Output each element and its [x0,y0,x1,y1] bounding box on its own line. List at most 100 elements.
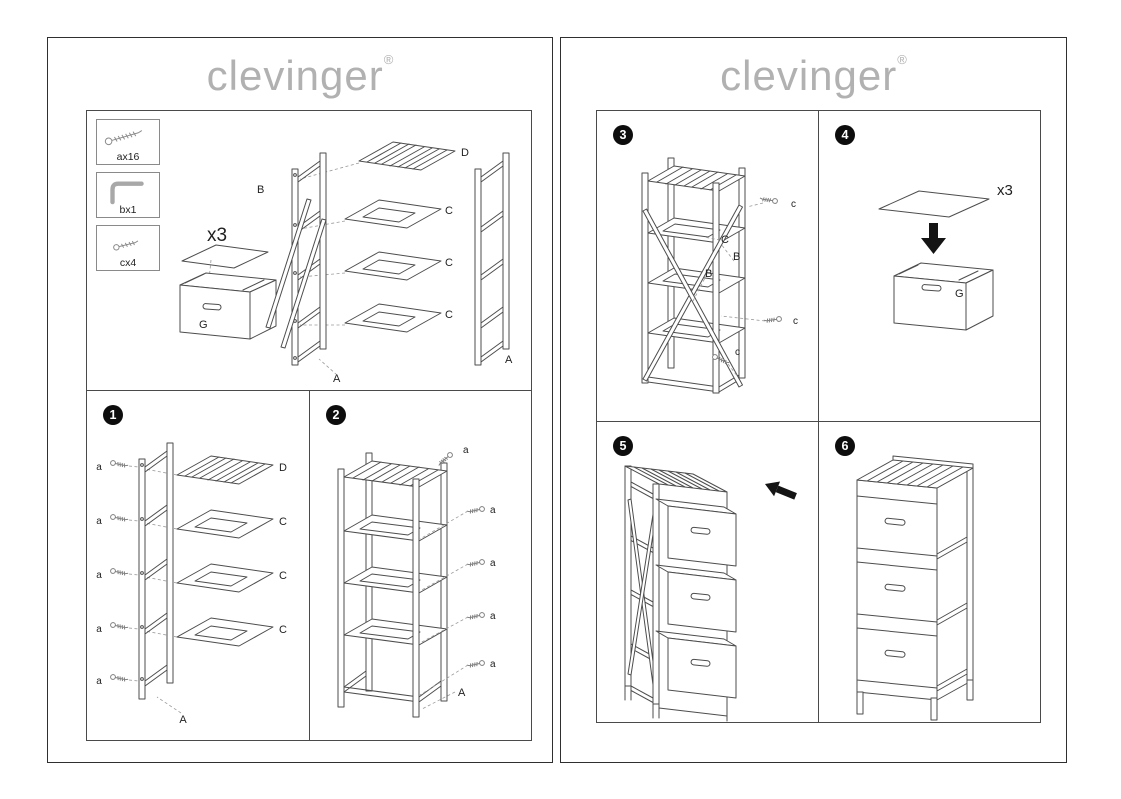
screw-a-icon [109,621,129,632]
top-shelf-d [358,141,456,171]
label-screw-a4: a [96,624,102,635]
drawer-2 [856,561,938,623]
side-frame-right [474,152,510,366]
label-screw-c2: c [793,316,798,327]
label-b: B [257,184,264,196]
label-b1: B [705,268,712,280]
panel-step-2: 2 a [309,390,532,741]
label-c3: C [279,624,287,636]
label-a-frame: A [458,687,466,699]
side-face [936,467,974,701]
step-1-badge: 1 [103,405,123,425]
shelf-c1 [344,199,442,229]
step-6-diagram [856,455,974,721]
label-g: G [199,319,208,331]
part-item-b: bx1 [96,172,160,218]
parts-list: ax16 bx1 cx4 [96,119,160,278]
screw-c-icon [763,315,783,325]
label-screw-a5: a [96,676,102,687]
panel-step-1: 1 a a a a [86,390,310,741]
part-label-b: bx1 [119,204,137,216]
panel-overview: ax16 bx1 cx4 [86,110,532,391]
label-screw-a2: a [490,505,496,516]
panel-step-6: 6 [818,421,1041,723]
top-shelf-d [647,165,746,192]
brand-name: clevinger [206,52,384,99]
side-frame-left [291,152,327,366]
drawer-board [181,244,269,269]
step-4-diagram: x3 G [878,182,1013,331]
page-right: clevinger® 3 [560,37,1067,763]
step-2-diagram: a a a a a A [337,445,496,718]
top-shelf-d [176,455,274,485]
label-c1: C [279,516,287,528]
label-a-left: A [333,373,341,385]
insert-arrow [765,481,797,500]
part-label-c: cx4 [119,257,137,269]
legs [856,679,974,721]
overview-diagram: x3 G [179,141,513,385]
side-rails [936,470,968,692]
screw-a-icon [109,673,129,684]
screw-a-icon [109,567,129,578]
panel-step-4: 4 x3 G [818,110,1041,422]
slatted-top [624,465,728,493]
label-screw-a1: a [463,445,469,456]
part-item-c: cx4 [96,225,160,271]
drawer-1 [655,498,737,567]
screw-a-icon [109,459,129,470]
down-arrow [921,223,946,254]
label-screw-a4: a [490,611,496,622]
brand-logo: clevinger® [48,52,552,100]
step-1-diagram: a a a a a D C C [96,442,287,726]
step-2-badge: 2 [326,405,346,425]
label-c2: C [445,257,453,269]
brand-logo: clevinger® [561,52,1066,100]
label-screw-c1: c [791,199,796,210]
label-c3: C [445,309,453,321]
screw-a-icon [466,659,486,670]
assembled-frame [337,452,448,718]
step-6-badge: 6 [835,436,855,456]
drawer-board [878,190,990,218]
label-c2: C [279,570,287,582]
label-screw-a1: a [96,462,102,473]
top-back-rail [892,455,974,469]
shelf-c3 [344,303,442,333]
step-5-badge: 5 [613,436,633,456]
side-frame-a [138,442,174,700]
step-3-badge: 3 [613,125,633,145]
registered-mark-icon: ® [383,52,394,67]
drawer-handle-slot [202,303,222,311]
drawer-3 [655,630,737,699]
screw-a-icon [466,558,486,569]
drawer-3 [856,627,938,689]
step-4-badge: 4 [835,125,855,145]
label-a-frame: A [179,714,187,726]
part-label-a: ax16 [116,151,140,163]
panel-step-5: 5 [596,421,819,723]
label-b2: B [733,251,740,263]
fabric-drawer-g: G [179,272,277,340]
overview-quantity: x3 [207,225,227,246]
label-screw-a3: a [490,558,496,569]
label-c-shelf: C [721,234,729,246]
screw-a-icon [466,611,486,622]
legs [624,685,728,722]
step-5-diagram [624,465,797,722]
screw-c-icon [759,195,779,205]
screw-a-icon [109,513,129,524]
cross-braces [265,198,327,349]
label-d: D [279,462,287,474]
label-screw-c3: c [735,347,740,358]
short-screw-icon [113,240,139,251]
label-screw-a2: a [96,516,102,527]
shelf-c2 [176,563,274,593]
part-item-a: ax16 [96,119,160,165]
registered-mark-icon: ® [897,52,907,67]
step-4-quantity: x3 [997,182,1013,199]
step-3-diagram: c c c B B C [641,157,798,394]
shelf-c3 [176,617,274,647]
label-d: D [461,147,469,159]
